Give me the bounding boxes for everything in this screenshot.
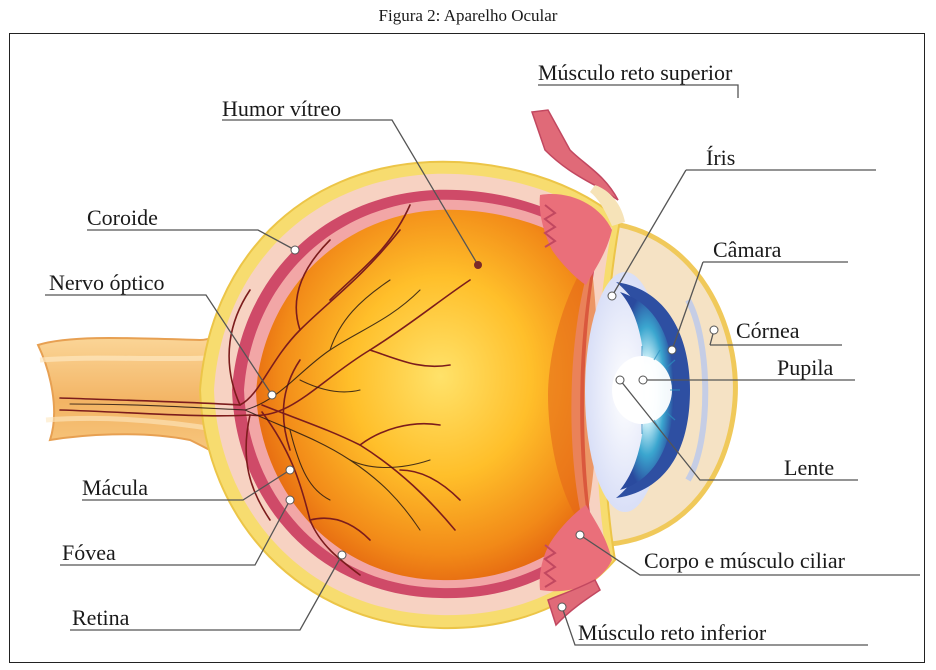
label-camara: Câmara xyxy=(713,239,781,261)
label-humor-vitreo: Humor vítreo xyxy=(222,98,341,120)
label-macula: Mácula xyxy=(82,477,148,499)
label-iris: Íris xyxy=(706,147,735,169)
label-pupila: Pupila xyxy=(777,357,833,379)
label-cornea: Córnea xyxy=(736,320,800,342)
label-coroide: Coroide xyxy=(87,207,158,229)
label-corpo-musculo-ciliar: Corpo e músculo ciliar xyxy=(644,550,845,572)
label-retina: Retina xyxy=(72,607,129,629)
label-nervo-optico: Nervo óptico xyxy=(49,272,164,294)
figure-caption: Figura 2: Aparelho Ocular xyxy=(0,6,936,26)
label-fovea: Fóvea xyxy=(62,542,116,564)
label-musculo-reto-superior: Músculo reto superior xyxy=(538,62,732,84)
label-musculo-reto-inferior: Músculo reto inferior xyxy=(578,622,766,644)
label-lente: Lente xyxy=(784,457,834,479)
